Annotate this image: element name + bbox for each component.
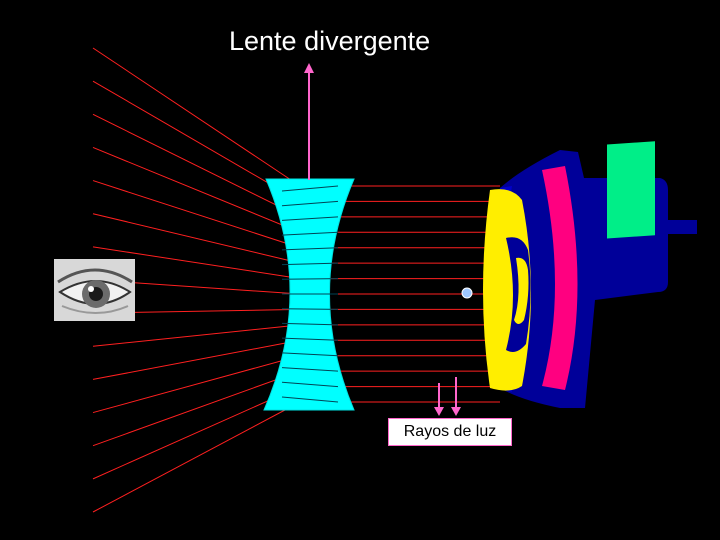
diverging-ray bbox=[93, 214, 300, 263]
rays-label: Rayos de luz bbox=[388, 418, 512, 446]
lens-refraction-line bbox=[282, 309, 338, 310]
lens-refraction-line bbox=[282, 279, 338, 280]
projector-icon bbox=[483, 141, 697, 408]
diverging-ray bbox=[93, 325, 300, 346]
diverging-ray bbox=[93, 147, 300, 232]
eye-icon bbox=[54, 259, 135, 321]
diverging-ray bbox=[93, 402, 300, 512]
lens-pointer-arrow bbox=[304, 63, 314, 180]
diverging-ray bbox=[93, 181, 300, 248]
diagram-title: Lente divergente bbox=[229, 26, 430, 57]
label-pointer-arrows bbox=[434, 377, 461, 416]
diverging-ray bbox=[93, 340, 300, 379]
parallel-rays bbox=[318, 186, 500, 402]
focal-point bbox=[462, 288, 472, 298]
